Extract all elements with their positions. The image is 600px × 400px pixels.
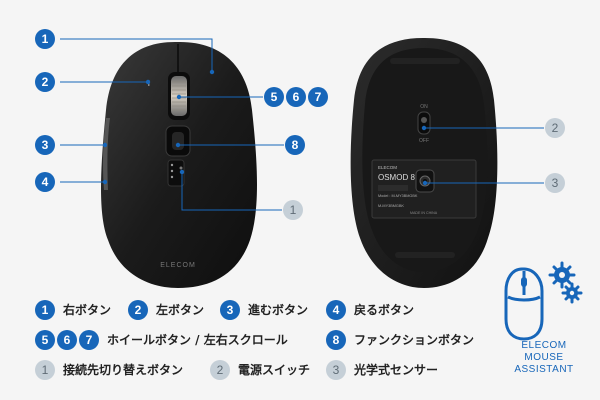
- legend-label: ホイールボタン / 左右スクロール: [107, 333, 288, 347]
- callout-badge: 8: [285, 135, 305, 155]
- svg-text:MADE IN CHINA: MADE IN CHINA: [410, 211, 438, 215]
- callout-badge: 1: [35, 29, 55, 49]
- legend-badge: 1: [35, 300, 55, 320]
- callout-badge: 3: [35, 135, 55, 155]
- svg-text:M-MY3BMGBK: M-MY3BMGBK: [378, 204, 404, 208]
- svg-text:OFF: OFF: [419, 138, 429, 144]
- legend-badge: 8: [326, 330, 346, 350]
- callout-badge: 2: [35, 72, 55, 92]
- legend-badge: 3: [326, 360, 346, 380]
- callout-badge: 2: [545, 118, 565, 138]
- legend-label: 進むボタン: [248, 303, 309, 317]
- callout-badge: 5: [264, 87, 284, 107]
- legend-badge: 2: [210, 360, 230, 380]
- callout-line-gray-1: [181, 172, 282, 211]
- legend-badge: 2: [128, 300, 148, 320]
- connection-switch: [167, 159, 185, 187]
- svg-text:Model : M-MY3BMGBK: Model : M-MY3BMGBK: [378, 194, 418, 198]
- callout-line-1: [60, 38, 213, 72]
- legend-badge: 3: [220, 300, 240, 320]
- svg-text:ON: ON: [420, 104, 428, 110]
- legend-label: 戻るボタン: [354, 303, 415, 317]
- legend-label: 光学式センサー: [354, 363, 439, 377]
- callout-badge: 6: [286, 87, 306, 107]
- legend-badge: 1: [35, 360, 55, 380]
- app-name: ELECOM MOUSE ASSISTANT: [514, 340, 574, 375]
- legend-badge: 4: [326, 300, 346, 320]
- callout-badge: 4: [35, 172, 55, 192]
- legend-label: 左ボタン: [156, 303, 205, 317]
- top-logo: ELECOM: [160, 262, 196, 269]
- svg-text:OSMOD 8: OSMOD 8: [378, 173, 415, 182]
- legend-badge: 6: [57, 330, 77, 350]
- callout-badge: 7: [308, 87, 328, 107]
- callout-badge: 3: [545, 173, 565, 193]
- legend-label: ファンクションボタン: [354, 333, 475, 347]
- legend-badge: 5: [35, 330, 55, 350]
- legend-label: 接続先切り替えボタン: [63, 363, 184, 377]
- legend-label: 右ボタン: [63, 303, 112, 317]
- legend-label: 電源スイッチ: [238, 363, 311, 377]
- mouse-gear-icon: [504, 261, 583, 341]
- legend-badge: 7: [79, 330, 99, 350]
- side-buttons: [102, 118, 110, 190]
- svg-text:ELECOM: ELECOM: [378, 165, 397, 170]
- callout-badge: 1: [283, 200, 303, 220]
